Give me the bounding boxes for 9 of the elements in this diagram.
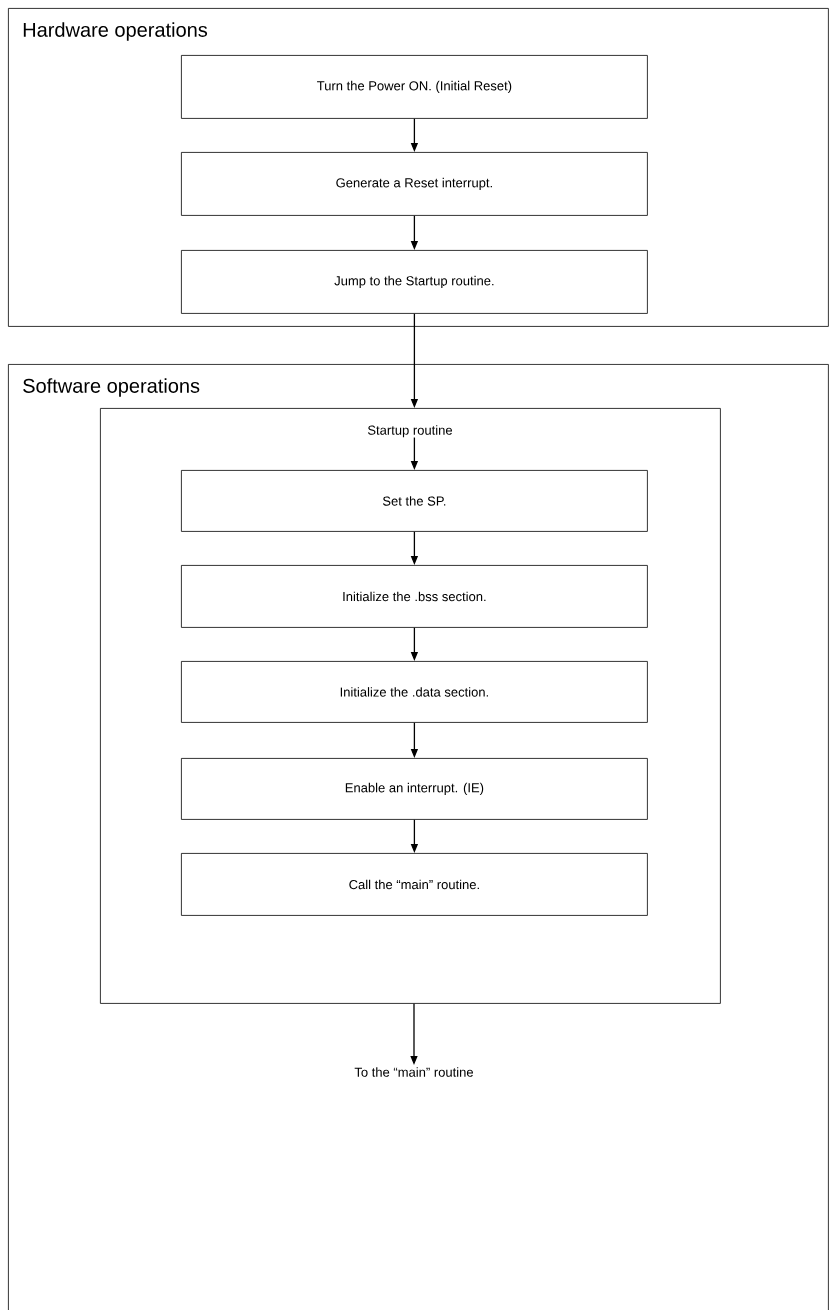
bare-text: To the “main” routine: [354, 1067, 473, 1077]
process-box: Jump to the Startup routine.: [181, 250, 648, 314]
process-box: Call the “main” routine.: [181, 853, 648, 916]
process-box: Initialize the .bss section.: [181, 565, 648, 628]
process-box: Set the SP.: [181, 470, 648, 532]
process-box: Enable an interrupt. (IE): [181, 758, 648, 820]
process-box: Generate a Reset interrupt.: [181, 152, 648, 216]
process-box: Initialize the .data section.: [181, 661, 648, 723]
process-box: Turn the Power ON. (Initial Reset): [181, 55, 648, 119]
